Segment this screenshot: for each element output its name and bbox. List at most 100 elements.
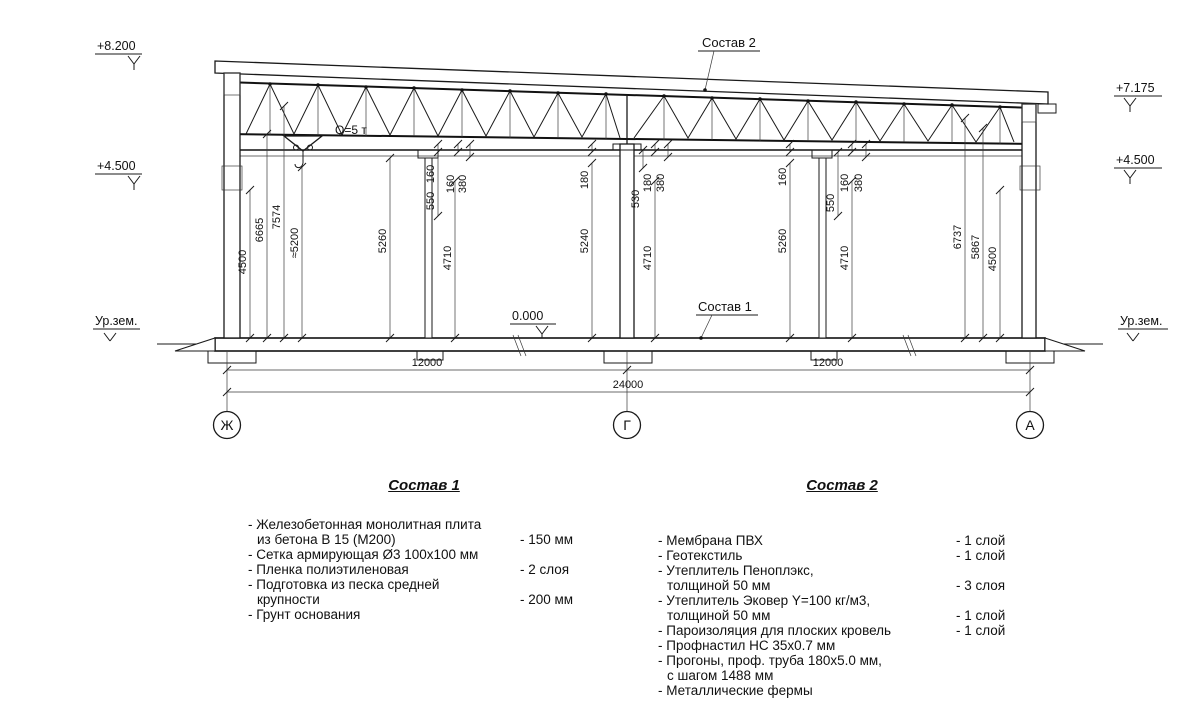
elevation-mark-mid-right: +4.500 — [1114, 153, 1162, 184]
roof-truss — [223, 81, 1037, 145]
dim-label: 4710 — [839, 246, 851, 270]
list-item: - Пленка полиэтиленовая - 2 слоя — [248, 562, 600, 577]
item-value: - 1 слой — [956, 608, 1006, 623]
item-line: - Подготовка из песка средней — [248, 577, 440, 592]
item-line: - Металлические фермы — [658, 683, 813, 698]
elevation-mark-ground-left: Ур.зем. — [93, 314, 140, 342]
elevation-mark-top-left: +8.200 — [95, 39, 142, 70]
dim-label: 180 — [642, 174, 654, 192]
elevation-mark-ground-right: Ур.зем. — [1118, 314, 1168, 342]
item-line: - Сетка армирующая Ø3 100х100 мм — [248, 547, 479, 562]
comp2-reference: Состав 2 — [698, 35, 760, 92]
item-line: - Утеплитель Пеноплэкс, — [658, 563, 814, 578]
axis-bubbles: Ж Г А — [212, 398, 1045, 440]
dim-label: 4710 — [642, 246, 654, 270]
dim-label: 5260 — [777, 229, 789, 253]
item-line: - Геотекстиль — [658, 548, 743, 563]
dim-label: 380 — [655, 174, 667, 192]
elevation-mark-zero: 0.000 — [510, 309, 556, 338]
item-line: - Профнастил НС 35х0.7 мм — [658, 638, 836, 653]
dim-label: 24000 — [613, 379, 644, 391]
middle-column — [612, 143, 642, 339]
elevation-mark-top-right: +7.175 — [1114, 81, 1162, 112]
axis-label: А — [1025, 417, 1035, 433]
list-item: - Мембрана ПВХ - 1 слой — [658, 533, 1026, 548]
item-value: - 1 слой — [956, 533, 1006, 548]
right-wall — [1019, 103, 1041, 339]
dim-label: 550 — [825, 194, 837, 212]
item-value: - 2 слоя — [520, 562, 570, 577]
item-line: толщиной 50 мм — [667, 608, 771, 623]
dim-label: 160 — [425, 165, 437, 183]
item-line: - Пароизоляция для плоских кровель — [658, 623, 892, 638]
item-value: - 1 слой — [956, 548, 1006, 563]
item-line: - Грунт основания — [248, 607, 361, 622]
elevation-label: +8.200 — [97, 39, 136, 53]
dim-label: 12000 — [813, 357, 844, 369]
crane-hoist: Q=5 т — [282, 123, 367, 169]
floor-slab — [174, 334, 1086, 357]
section-drawing: Q=5 т 4500 6665 7574 ≈5200 5260 160 550 … — [93, 35, 1168, 440]
item-line: - Мембрана ПВХ — [658, 533, 763, 548]
dim-label: 5240 — [579, 229, 591, 253]
dim-label: 530 — [630, 190, 642, 208]
comp1-ref-label: Состав 1 — [698, 299, 752, 314]
dim-label: 6665 — [254, 218, 266, 242]
item-line: с шагом 1488 мм — [667, 668, 774, 683]
list-item: - Прогоны, проф. труба 180х5.0 мм, с шаг… — [658, 653, 1026, 683]
horizontal-dimensions: 12000 12000 24000 — [222, 352, 1035, 398]
list-item: - Пароизоляция для плоских кровель - 1 с… — [658, 623, 1026, 638]
dim-label: 5867 — [970, 235, 982, 259]
dim-label: 380 — [853, 174, 865, 192]
list-item: - Металлические фермы — [658, 683, 1026, 698]
crane-capacity-label: Q=5 т — [335, 123, 367, 137]
dim-label: 4500 — [237, 250, 249, 274]
dim-label: 550 — [425, 192, 437, 210]
axis-label: Ж — [221, 417, 234, 433]
composition-2: Состав 2 - Мембрана ПВХ - 1 слой - Геоте… — [658, 478, 1026, 698]
dim-label: 380 — [457, 175, 469, 193]
composition-1: Состав 1 - Железобетонная монолитная пли… — [248, 478, 600, 622]
list-item: - Подготовка из песка средней крупности … — [248, 577, 600, 607]
left-wall — [221, 72, 243, 339]
dim-label: 160 — [777, 168, 789, 186]
item-line: крупности — [257, 592, 320, 607]
dim-label: 12000 — [412, 357, 443, 369]
item-line: толщиной 50 мм — [667, 578, 771, 593]
list-item: - Грунт основания — [248, 607, 600, 622]
dim-label: 7574 — [271, 205, 283, 229]
item-value: - 150 мм — [520, 532, 574, 547]
dim-label: 4500 — [987, 247, 999, 271]
elevation-label: 0.000 — [512, 309, 543, 323]
item-line: - Железобетонная монолитная плита — [248, 517, 482, 532]
elevation-label: +4.500 — [97, 159, 136, 173]
item-line: - Утеплитель Эковер Y=100 кг/м3, — [658, 593, 871, 608]
vertical-dimensions: 4500 6665 7574 ≈5200 5260 160 550 160 38… — [237, 101, 1005, 343]
list-item: - Железобетонная монолитная плита из бет… — [248, 517, 600, 547]
composition-1-title: Состав 1 — [388, 477, 460, 494]
dim-label: ≈5200 — [289, 228, 301, 259]
composition-2-title: Состав 2 — [806, 477, 878, 494]
intermediate-post-right — [811, 149, 833, 339]
elevation-label: Ур.зем. — [1120, 314, 1162, 328]
list-item: - Профнастил НС 35х0.7 мм — [658, 638, 1026, 653]
list-item: - Сетка армирующая Ø3 100х100 мм — [248, 547, 600, 562]
item-line: из бетона В 15 (М200) — [257, 532, 396, 547]
axis-label: Г — [623, 417, 631, 433]
dim-label: 160 — [445, 175, 457, 193]
dim-label: 180 — [579, 171, 591, 189]
item-value: - 1 слой — [956, 623, 1006, 638]
item-value: - 200 мм — [520, 592, 574, 607]
dim-label: 6737 — [952, 225, 964, 249]
item-line: - Прогоны, проф. труба 180х5.0 мм, — [658, 653, 882, 668]
item-value: - 3 слоя — [956, 578, 1006, 593]
dim-label: 5260 — [377, 229, 389, 253]
dim-label: 160 — [839, 174, 851, 192]
item-line: - Пленка полиэтиленовая — [248, 562, 409, 577]
list-item: - Утеплитель Эковер Y=100 кг/м3, толщино… — [658, 593, 1026, 623]
elevation-label: +4.500 — [1116, 153, 1155, 167]
dim-label: 4710 — [442, 246, 454, 270]
list-item: - Геотекстиль - 1 слой — [658, 548, 1026, 563]
comp1-reference: Состав 1 — [696, 299, 758, 340]
roof-assembly — [214, 60, 1057, 114]
